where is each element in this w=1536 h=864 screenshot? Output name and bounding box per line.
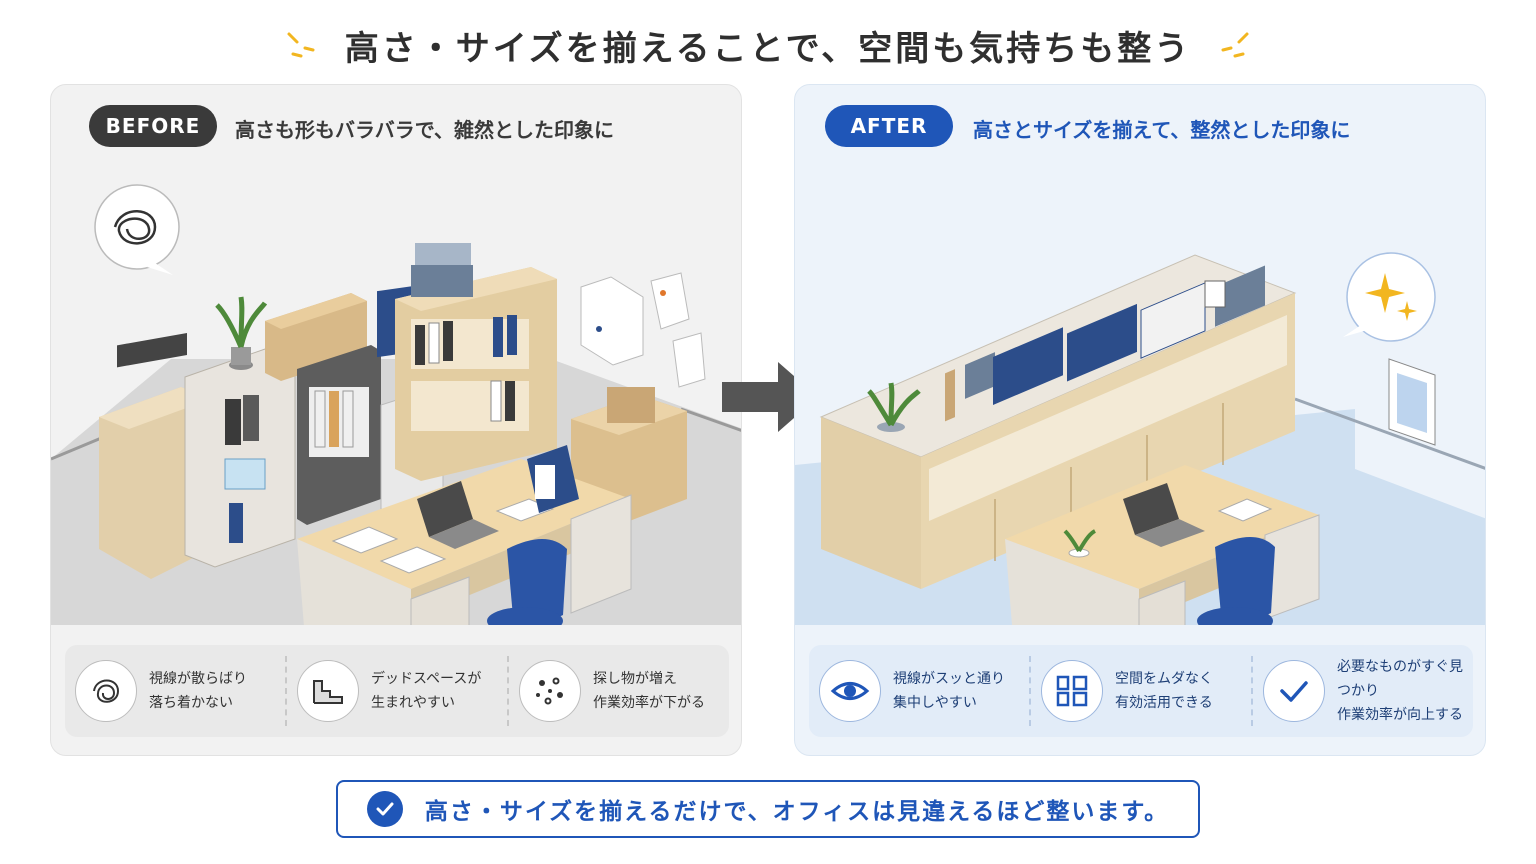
- after-office-chair: [1197, 537, 1275, 625]
- summary-banner: 高さ・サイズを揃えるだけで、オフィスは見違えるほど整います。: [336, 780, 1200, 838]
- tangled-thought-bubble: [94, 184, 180, 275]
- before-feature-item: 視線が散らばり 落ち着かない: [65, 656, 285, 726]
- feature-text: 必要なものがすぐ見つかり 作業効率が向上する: [1337, 659, 1463, 723]
- after-office-illustration: [795, 252, 1485, 625]
- feature-text: 視線が散らばり 落ち着かない: [149, 671, 247, 711]
- after-caption: 高さとサイズを揃えて、整然とした印象に: [973, 118, 1351, 142]
- sparkle-thought-bubble: [1343, 252, 1436, 342]
- before-panel: BEFORE 高さも形もバラバラで、雑然とした印象に: [50, 84, 742, 756]
- left-sparkle-icon: [287, 32, 315, 58]
- banner-check-icon: [366, 791, 403, 827]
- wall-papers: [580, 272, 706, 388]
- title-row: 高さ・サイズを揃えることで、空間も気持ちも整う: [0, 20, 1536, 70]
- feature-text: 空間をムダなく 有効活用できる: [1115, 671, 1213, 711]
- before-badge: BEFORE: [89, 105, 217, 147]
- after-badge: AFTER: [825, 105, 953, 147]
- before-office-illustration: [51, 184, 741, 625]
- before-feature-item: デッドスペースが 生まれやすい: [285, 656, 507, 726]
- tangled-lines-icon: [75, 660, 137, 722]
- banner-text: 高さ・サイズを揃えるだけで、オフィスは見違えるほど整います。: [424, 799, 1170, 825]
- before-office-chair: [487, 539, 567, 625]
- grid-icon: [1041, 660, 1103, 722]
- scattered-dots-icon: [519, 660, 581, 722]
- feature-text: デッドスペースが 生まれやすい: [371, 671, 482, 711]
- after-feature-list: 視線がスッと通り 集中しやすい 空間をムダなく 有効活用できる 必要なものがすぐ…: [809, 645, 1473, 737]
- right-sparkle-icon: [1221, 32, 1249, 58]
- feature-text: 探し物が増え 作業効率が下がる: [593, 671, 705, 711]
- before-caption: 高さも形もバラバラで、雑然とした印象に: [235, 118, 614, 142]
- after-feature-item: 視線がスッと通り 集中しやすい: [809, 656, 1029, 726]
- before-feature-list: 視線が散らばり 落ち着かない デッドスペースが 生まれやすい 探し物が増え 作業…: [65, 645, 729, 737]
- eye-icon: [819, 660, 881, 722]
- uneven-steps-icon: [297, 660, 359, 722]
- after-feature-item: 必要なものがすぐ見つかり 作業効率が向上する: [1251, 656, 1473, 726]
- after-panel: AFTER 高さとサイズを揃えて、整然とした印象に: [794, 84, 1486, 756]
- after-feature-item: 空間をムダなく 有効活用できる: [1029, 656, 1251, 726]
- checkmark-icon: [1263, 660, 1325, 722]
- before-feature-item: 探し物が増え 作業効率が下がる: [507, 656, 729, 726]
- after-shelf-files: [929, 265, 1287, 521]
- feature-text: 視線がスッと通り 集中しやすい: [893, 671, 1005, 711]
- page-title: 高さ・サイズを揃えることで、空間も気持ちも整う: [344, 28, 1192, 69]
